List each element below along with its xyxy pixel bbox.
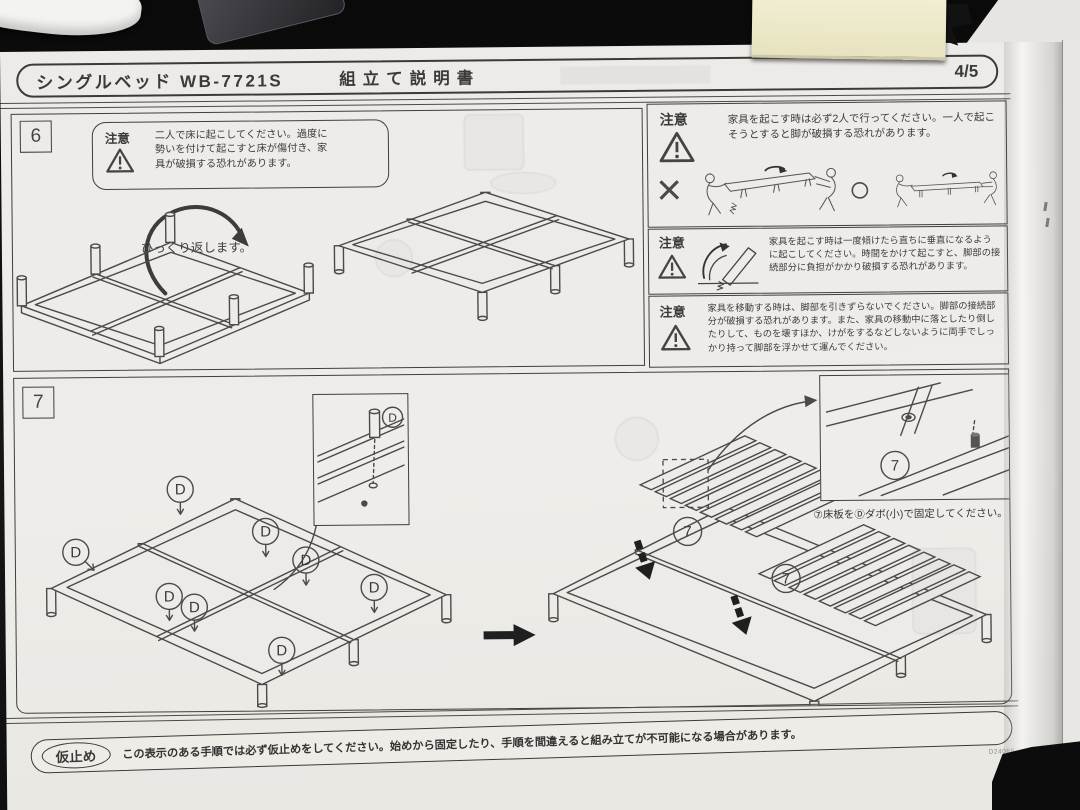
detail-focus-dashed-box — [662, 458, 710, 509]
caution-panel-lift-two-person: 注意 家具を起こす時は必ず2人で行ってください。一人で起こそうとすると脚が破損す… — [646, 100, 1008, 228]
dowel-detail-inset: D — [312, 393, 410, 527]
svg-text:D: D — [300, 552, 311, 569]
page-fold-shadow — [1004, 42, 1064, 754]
caution-panel-tilt-upright: 注意 家具を起こす時は一度傾けたら直ちに垂直になるように起こしてください。時間を… — [647, 225, 1009, 295]
slat-callout-1: 7 — [672, 516, 703, 547]
bed-frame-upright-illustration — [333, 191, 635, 322]
two-person-lift-wrong-illustration — [705, 165, 836, 216]
inset-caption: ⑦床板をⒹダボ(小)で固定してください。 — [813, 507, 1008, 522]
caution-label: 注意 — [658, 235, 685, 251]
flip-arrow-icon — [144, 205, 249, 296]
dowel-detail-drawing: D — [317, 406, 405, 507]
step-6-number: 6 — [19, 120, 52, 153]
svg-text:D: D — [164, 588, 175, 605]
adjacent-page-edge — [1062, 40, 1080, 756]
warning-triangle-icon — [659, 131, 695, 163]
svg-text:D: D — [276, 642, 287, 659]
step-arrow-icon — [483, 624, 536, 647]
document-title: 組立て説明書 — [339, 69, 481, 89]
slat-detail-drawing: 7 — [825, 382, 1013, 497]
step-7-number: 7 — [22, 386, 55, 419]
two-person-lift-correct-illustration — [895, 171, 997, 208]
kari-dome-note-text: この表示のある手順では必ず仮止めをしてください。始めから固定したり、手順を間違え… — [122, 728, 803, 762]
caution-panel-moving: 注意 家具を移動する時は、脚部を引きずらないでください。脚部の接続部分が破損する… — [648, 292, 1010, 368]
bleedthrough-ghost — [463, 113, 525, 171]
caution-text: 家具を起こす時は一度傾けたら直ちに垂直になるように起こしてください。時間をかけて… — [768, 234, 1001, 273]
svg-text:D: D — [369, 579, 380, 596]
warning-triangle-icon — [661, 324, 691, 351]
legs-up — [16, 211, 315, 358]
kari-dome-stamp: 仮止め — [41, 741, 111, 770]
dowel-callouts: D D D D D D D D — [62, 475, 388, 677]
dark-case-object — [195, 0, 347, 47]
slat-callout-2: 7 — [771, 563, 801, 594]
step-6-panel: 6 注意 二人で床に起こしてください。過度に勢いを付けて起こすと床が傷付き、家具… — [10, 107, 646, 372]
step-6-caution-box: 注意 二人で床に起こしてください。過度に勢いを付けて起こすと床が傷付き、家具が破… — [91, 119, 390, 191]
page-header-bar: シングルベッド WB-7721S 組立て説明書 4/5 — [16, 54, 999, 98]
warning-triangle-icon — [106, 148, 135, 173]
slat-panel-1 — [638, 435, 863, 538]
correct-mark: ○ — [848, 168, 872, 211]
sticky-note-pad — [751, 0, 947, 61]
white-plate-object — [0, 0, 146, 45]
caution-text: 家具を起こす時は必ず2人で行ってください。一人で起こそうとすると脚が破損する恐れ… — [727, 111, 996, 142]
inset-pointer-curve — [707, 400, 811, 471]
product-name: シングルベッド WB-7721S — [36, 70, 284, 93]
svg-text:7: 7 — [683, 523, 692, 540]
caution-text: 二人で床に起こしてください。過度に勢いを付けて起こすと床が傷付き、家具が破損する… — [154, 128, 328, 171]
wrong-mark: × — [656, 165, 683, 215]
svg-text:D: D — [189, 599, 200, 616]
svg-text:7: 7 — [891, 457, 900, 474]
svg-text:D: D — [175, 481, 186, 498]
svg-text:7: 7 — [782, 570, 791, 587]
frame-with-dowels-illustration: D D D D D D D D — [45, 475, 452, 709]
caution-label: 注意 — [659, 111, 688, 128]
press-down-arrow — [730, 594, 752, 635]
warning-triangle-icon — [658, 254, 687, 279]
page-number: 4/5 — [954, 61, 979, 81]
slat-detail-inset: 7 — [819, 373, 1013, 502]
tilt-plank-illustration — [697, 242, 759, 291]
svg-text:D: D — [388, 411, 397, 425]
svg-text:D: D — [260, 523, 271, 540]
slat-panel-2 — [757, 523, 982, 627]
slat-assembly-illustration: 7 7 — [548, 395, 992, 712]
svg-text:D: D — [70, 544, 81, 561]
caution-text: 家具を移動する時は、脚部を引きずらないでください。脚部の接続部分が破損する恐れが… — [707, 300, 996, 353]
step-7-panel: 7 D D — [13, 368, 1013, 714]
manual-page: シングルベッド WB-7721S 組立て説明書 4/5 6 注意 二人で床に起こ… — [0, 41, 1080, 810]
press-down-arrow — [633, 539, 656, 580]
caution-label: 注意 — [659, 304, 686, 320]
bed-frame-upside-down-illustration — [16, 211, 315, 365]
caution-label: 注意 — [104, 131, 130, 146]
